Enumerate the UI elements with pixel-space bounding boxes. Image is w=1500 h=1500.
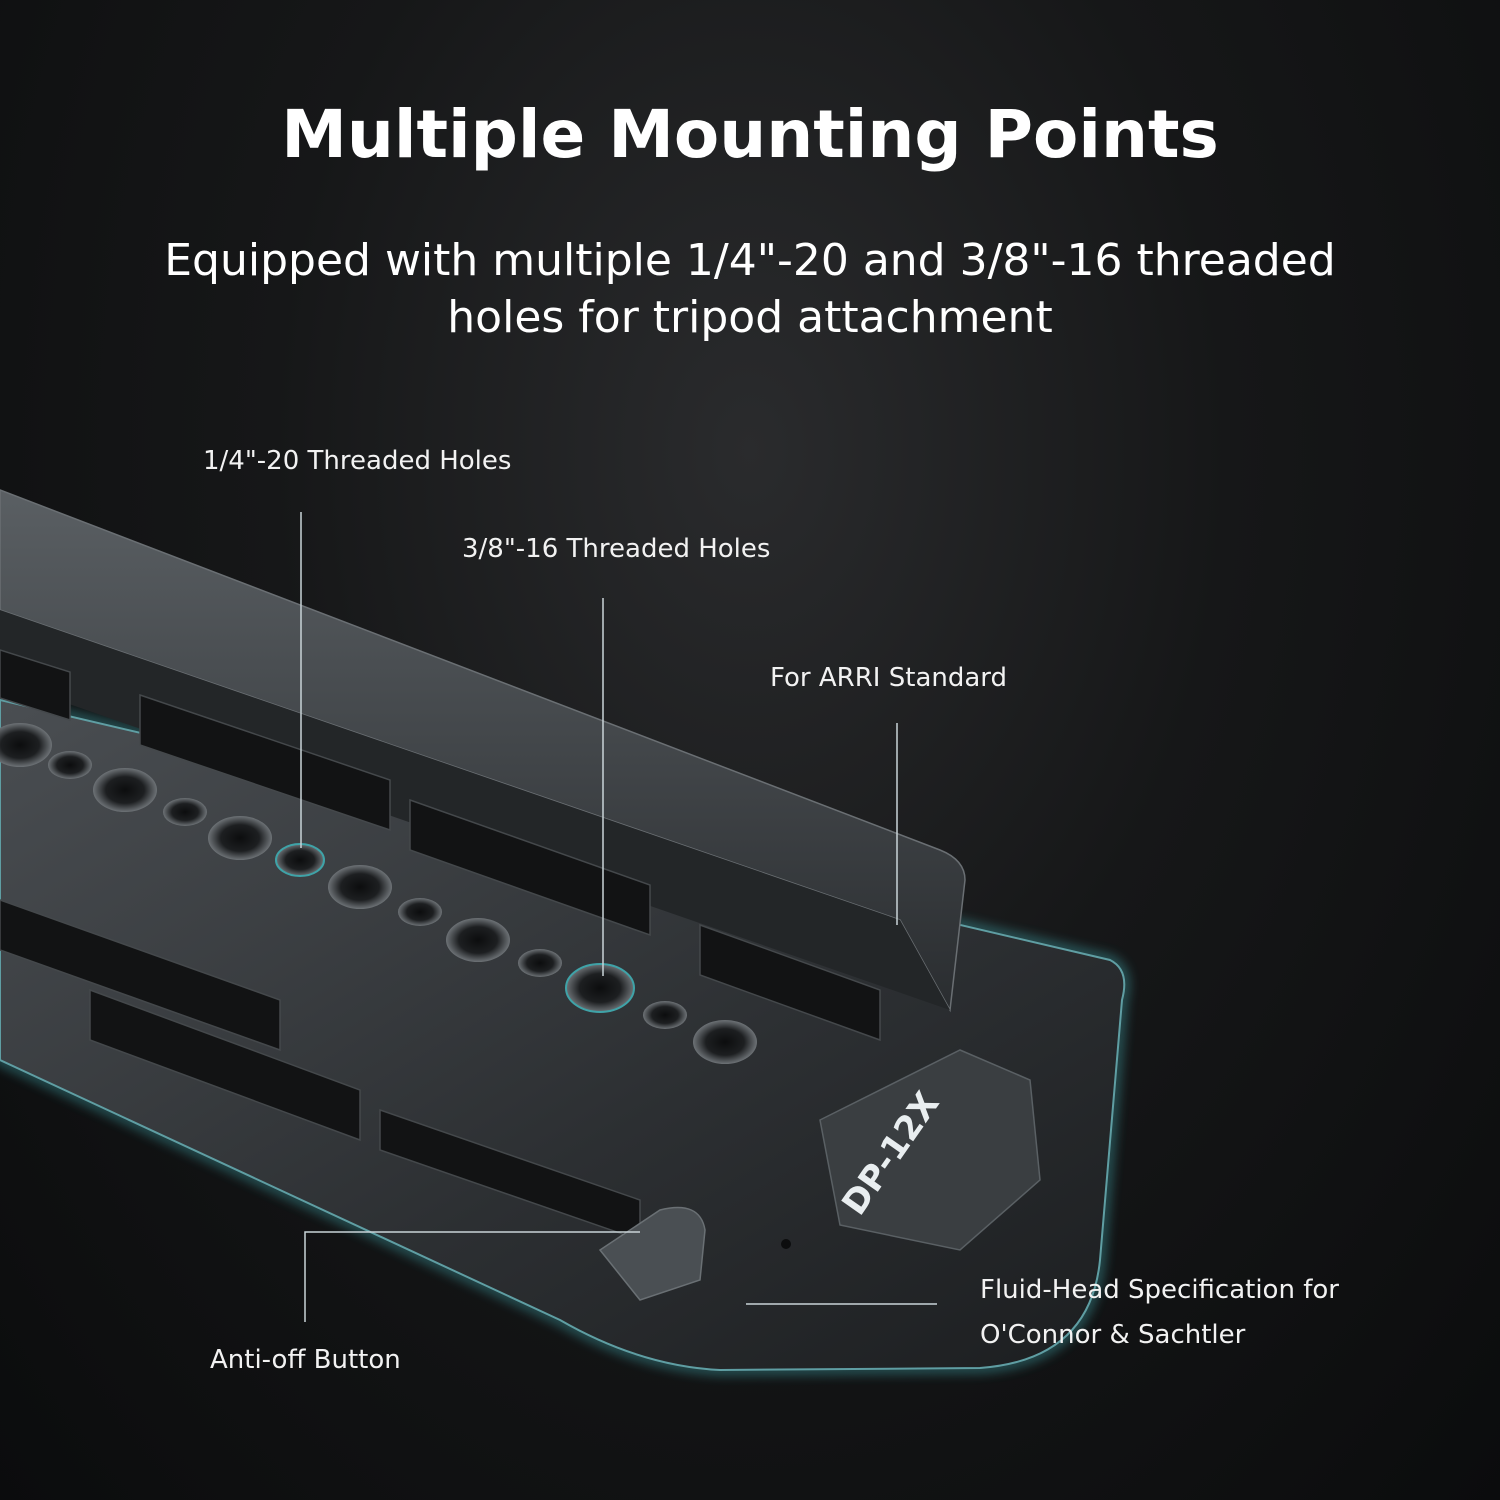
- subtitle-line-2: holes for tripod attachment: [447, 292, 1053, 343]
- plate-slots: [0, 649, 881, 1242]
- anti-off-button-shape: [598, 1206, 706, 1301]
- callout-anti-off-button: Anti-off Button: [210, 1345, 401, 1375]
- callout-three-eighths-holes: 3/8"-16 Threaded Holes: [462, 534, 771, 564]
- subtitle: Equipped with multiple 1/4"-20 and 3/8"-…: [150, 232, 1350, 346]
- callout-arri-standard: For ARRI Standard: [770, 663, 1008, 693]
- callout-fluid-line-1: Fluid-Head Specification for: [980, 1275, 1339, 1305]
- headline: Multiple Mounting Points: [281, 96, 1219, 173]
- plate-end-block: [819, 1049, 1041, 1251]
- subtitle-line-1: Equipped with multiple 1/4"-20 and 3/8"-…: [164, 235, 1336, 286]
- callout-fluid-line-2: O'Connor & Sachtler: [980, 1320, 1246, 1350]
- side-screw-hole: [781, 1239, 791, 1249]
- callout-quarter-inch-holes: 1/4"-20 Threaded Holes: [203, 446, 512, 476]
- top-rail-face: [0, 610, 950, 1010]
- threaded-holes: [0, 723, 757, 1064]
- callout-fluid-head-spec: Fluid-Head Specification for O'Connor & …: [980, 1268, 1339, 1358]
- leader-lines: [300, 512, 937, 1322]
